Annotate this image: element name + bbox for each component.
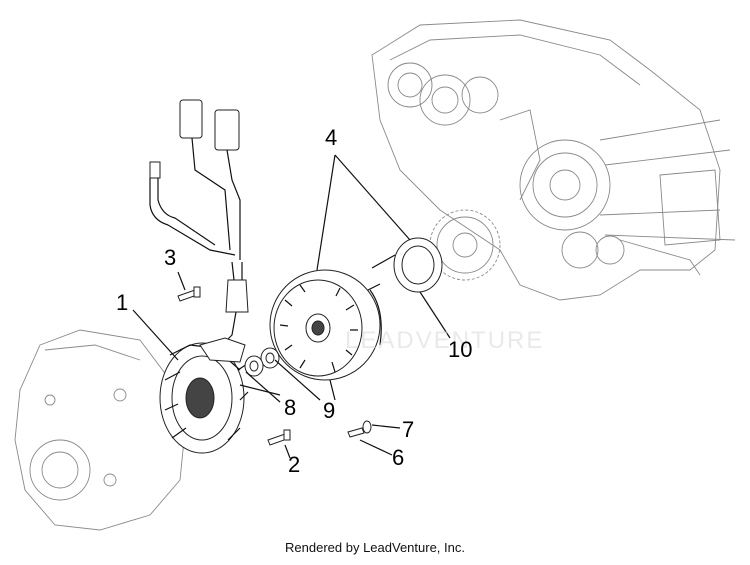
callout-1: 1: [116, 290, 128, 315]
callout-6: 6: [392, 445, 404, 470]
flywheel-drawing: [269, 269, 382, 381]
callout-4: 4: [325, 125, 337, 150]
callout-2: 2: [288, 452, 300, 477]
callout-9: 9: [323, 398, 335, 423]
callout-3: 3: [164, 245, 176, 270]
crankcase-drawing: [371, 19, 736, 301]
fasteners-drawing: [177, 286, 372, 446]
stator-drawing: [159, 337, 251, 454]
callout-10: 10: [448, 337, 472, 362]
clutch-ring-drawing: [367, 237, 443, 293]
washer-nut-drawing: [244, 347, 280, 377]
leader-lines: [132, 154, 451, 459]
sprocket-drawing: [429, 209, 501, 281]
callout-7: 7: [402, 417, 414, 442]
watermark-text: LEADVENTURE: [345, 327, 544, 354]
footer-credit: Rendered by LeadVenture, Inc.: [285, 540, 465, 555]
wiring-harness: [149, 99, 249, 346]
callout-8: 8: [284, 395, 296, 420]
generator-cover-drawing: [14, 329, 186, 531]
